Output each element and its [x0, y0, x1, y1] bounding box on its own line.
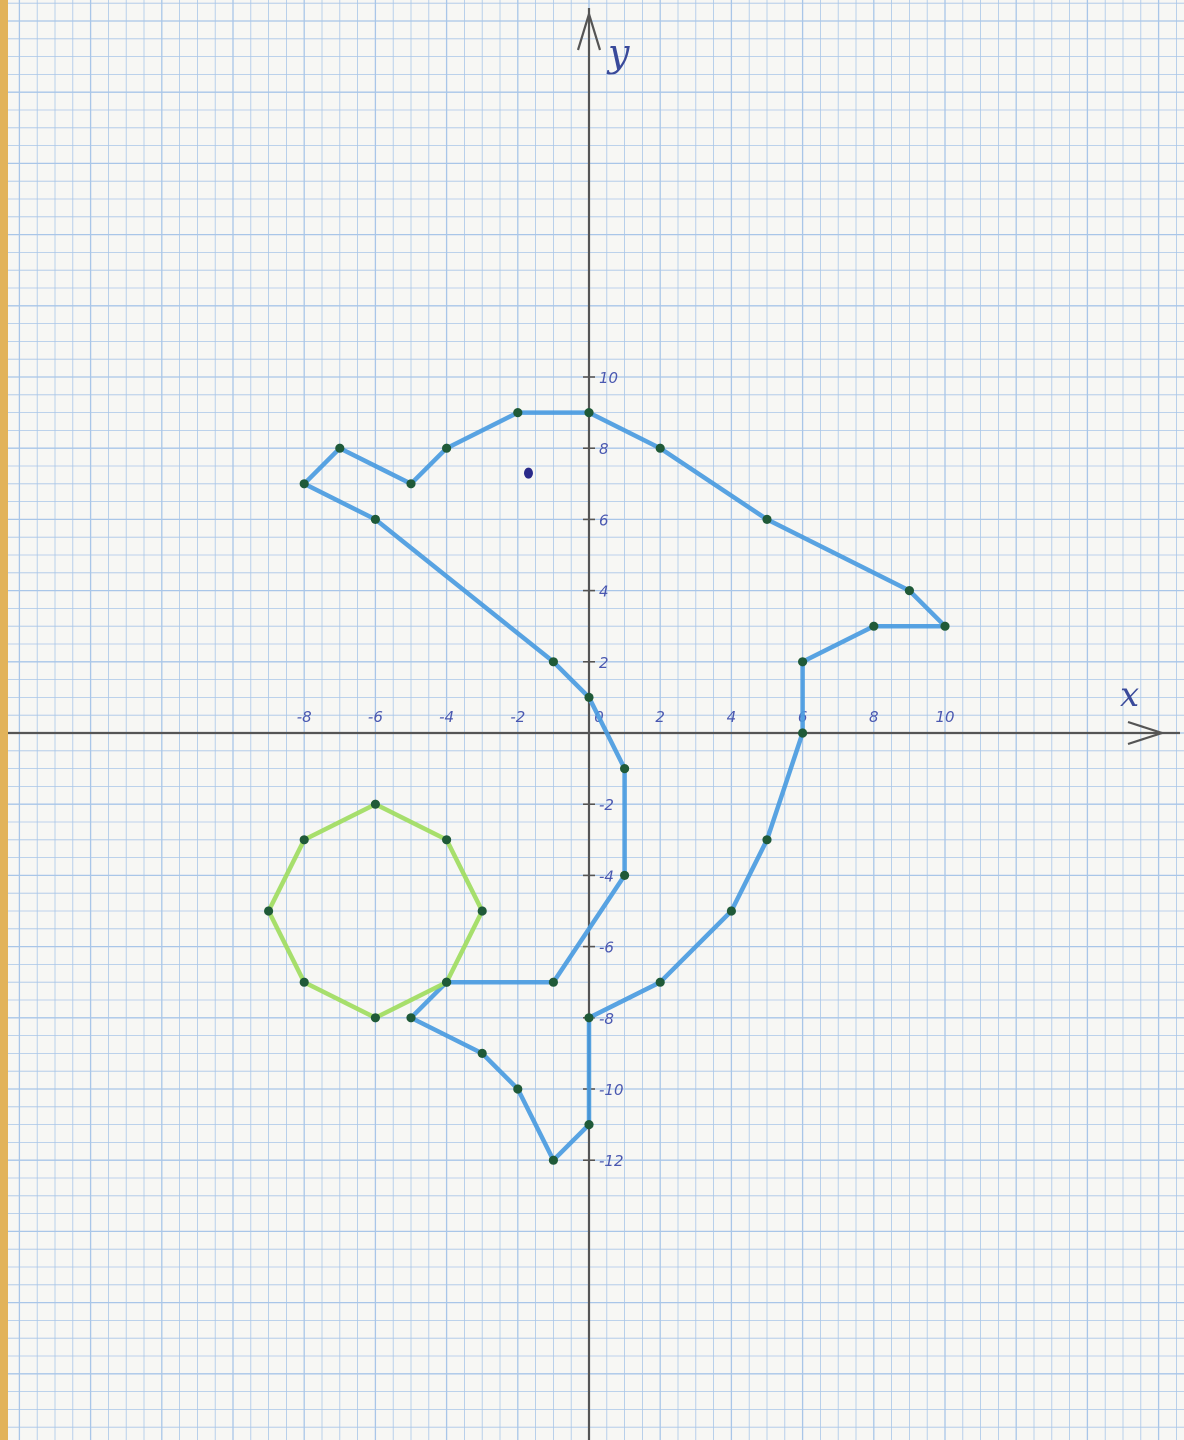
- data-point: [264, 906, 274, 916]
- data-point: [620, 870, 630, 881]
- y-tick-label: -8: [599, 1010, 614, 1028]
- data-point: [370, 1013, 380, 1023]
- data-point: [477, 1048, 487, 1058]
- data-point: [548, 1155, 559, 1165]
- x-tick-label: 8: [869, 708, 879, 726]
- data-point: [299, 479, 309, 489]
- data-point: [620, 764, 630, 774]
- x-tick-label: -6: [368, 708, 383, 726]
- y-tick-label: 2: [599, 654, 609, 672]
- y-tick-label: 10: [599, 369, 618, 387]
- x-tick-label: 10: [935, 708, 954, 726]
- data-point: [335, 443, 345, 453]
- y-tick-label: 4: [599, 583, 609, 601]
- axes: x y: [8, 8, 1180, 1440]
- isolated-point: [523, 467, 533, 479]
- data-point: [584, 1013, 594, 1023]
- grid: [8, 0, 1184, 1440]
- data-point: [477, 906, 487, 916]
- data-point: [584, 692, 594, 703]
- y-axis-label: y: [606, 31, 630, 75]
- x-tick-label: -2: [510, 708, 525, 726]
- vertex-points: [264, 408, 950, 1165]
- data-point: [869, 621, 879, 631]
- data-point: [513, 408, 523, 418]
- data-point: [299, 835, 309, 845]
- data-point: [940, 621, 950, 631]
- x-axis-arrow-icon: [1127, 720, 1166, 746]
- x-tick-label: -4: [439, 708, 454, 726]
- y-tick-label: -2: [599, 796, 614, 814]
- y-tick-label: -6: [599, 939, 614, 957]
- data-point: [726, 906, 737, 916]
- data-point: [548, 657, 559, 667]
- series-1-outline: [301, 410, 948, 1163]
- data-point: [655, 977, 665, 987]
- x-tick-label: -8: [297, 708, 312, 726]
- data-point: [762, 835, 772, 845]
- x-tick-label: 2: [655, 708, 665, 726]
- x-tick-label: 4: [727, 708, 737, 726]
- data-point: [299, 977, 309, 987]
- data-point: [406, 1013, 416, 1023]
- data-point: [762, 514, 772, 525]
- y-tick-label: -12: [599, 1152, 624, 1170]
- y-tick-label: -4: [599, 867, 614, 885]
- y-tick-label: 6: [599, 511, 609, 529]
- data-point: [442, 977, 452, 987]
- data-point: [584, 1120, 594, 1130]
- data-point: [370, 514, 380, 525]
- data-point: [370, 799, 380, 809]
- x-axis-label: x: [1120, 675, 1139, 715]
- y-axis-arrow-icon: [576, 10, 602, 51]
- data-point: [904, 586, 915, 596]
- data-point: [655, 443, 665, 453]
- y-tick-label: 8: [599, 440, 609, 458]
- data-point: [442, 443, 452, 453]
- data-point: [798, 728, 808, 738]
- data-point: [406, 479, 416, 489]
- y-tick-label: -10: [599, 1081, 624, 1099]
- data-point: [513, 1084, 523, 1094]
- data-point: [798, 657, 808, 667]
- data-point: [584, 408, 594, 418]
- data-point: [442, 835, 452, 845]
- data-point: [548, 977, 559, 987]
